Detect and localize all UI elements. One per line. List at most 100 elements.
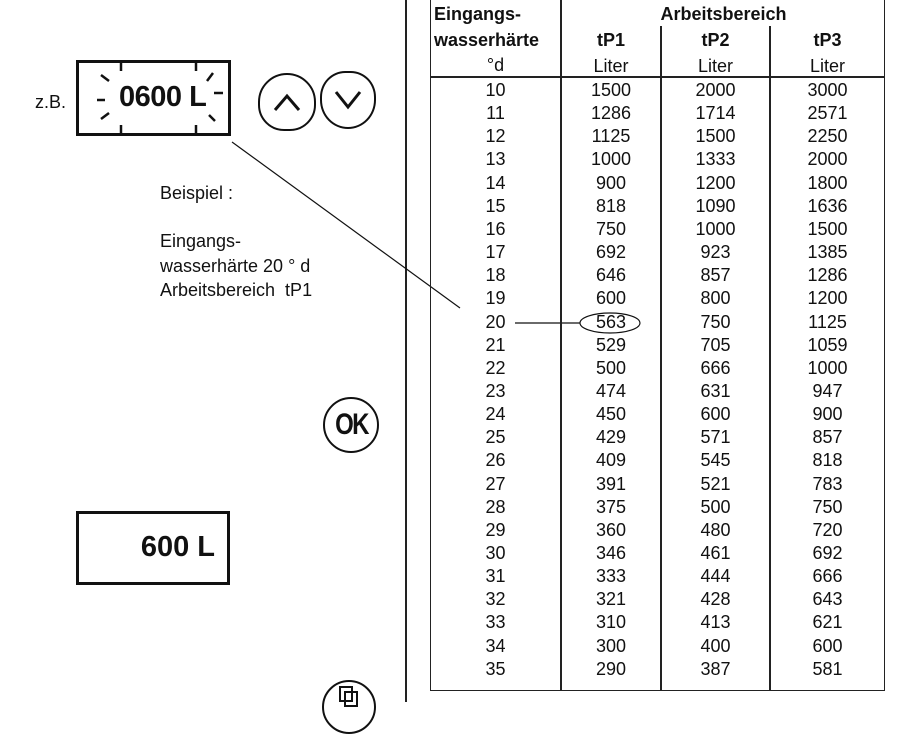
liters-cell: 480 <box>700 519 731 540</box>
ok-button[interactable]: OK <box>323 397 379 453</box>
hardness-cell: 23 <box>485 380 506 401</box>
hardness-cell: 15 <box>485 195 506 216</box>
liters-cell: 1714 <box>695 103 736 124</box>
hardness-cell: 34 <box>485 635 506 656</box>
liters-cell: 563 <box>595 311 627 332</box>
pointer-line <box>231 141 461 309</box>
ok-label: OK <box>334 408 369 441</box>
hardness-cell: 28 <box>485 496 506 517</box>
page-divider <box>405 0 407 702</box>
hardness-cell: 29 <box>485 519 506 540</box>
liters-cell: 900 <box>812 404 843 425</box>
flash-marks-icon <box>97 63 223 133</box>
liters-cell: 1000 <box>807 357 848 378</box>
liters-cell: 500 <box>595 357 627 378</box>
liters-cell: 1385 <box>807 242 848 263</box>
liters-cell: 1090 <box>695 195 736 216</box>
liters-cell: 2000 <box>807 149 848 170</box>
liters-cell: 600 <box>812 635 843 656</box>
display-value: 0600 L <box>119 81 207 113</box>
hardness-cell: 26 <box>485 450 506 471</box>
liters-cell: 400 <box>700 635 731 656</box>
hardness-cell: 21 <box>485 334 506 355</box>
header-col0-unit: °d <box>486 55 505 75</box>
liters-cell: 1200 <box>807 288 848 309</box>
liters-cell: 413 <box>700 612 731 633</box>
liters-cell: 529 <box>595 334 627 355</box>
hardness-cell: 19 <box>485 288 506 309</box>
hardness-cell: 30 <box>485 543 506 563</box>
header-col0-line1: Eingangs- <box>434 4 522 24</box>
example-line: Eingangs- <box>160 231 242 251</box>
liters-cell: 818 <box>812 450 843 471</box>
liters-cell: 631 <box>700 380 731 401</box>
hardness-cell: 17 <box>485 242 506 263</box>
hardness-cell: 20 <box>485 311 506 332</box>
liters-cell: 600 <box>700 404 731 425</box>
chevron-down-icon <box>334 91 362 110</box>
liters-cell: 643 <box>812 589 843 610</box>
liters-cell: 450 <box>595 404 627 425</box>
liters-cell: 1500 <box>695 126 736 147</box>
liters-cell: 750 <box>812 496 843 517</box>
liters-cell: 1059 <box>807 334 848 355</box>
liters-cell: 571 <box>700 427 731 448</box>
hardness-cell: 13 <box>485 149 506 170</box>
liters-cell: 1636 <box>807 195 848 216</box>
liters-cell: 1333 <box>695 149 736 170</box>
liters-cell: 409 <box>595 450 627 471</box>
liters-cell: 720 <box>812 519 843 540</box>
example-title: Beispiel : <box>160 183 234 203</box>
liters-cell: 621 <box>812 612 843 633</box>
liters-cell: 375 <box>595 496 627 517</box>
header-rule <box>431 76 884 78</box>
hardness-cell: 22 <box>485 357 506 378</box>
liters-cell: 1200 <box>695 172 736 193</box>
liters-cell: 600 <box>595 288 627 309</box>
liters-cell: 310 <box>595 612 627 633</box>
liters-cell: 857 <box>812 427 843 448</box>
liters-cell: 1125 <box>808 311 847 332</box>
liters-cell: 1000 <box>695 218 736 239</box>
hardness-cell: 27 <box>485 473 506 494</box>
liters-cell: 428 <box>700 589 731 610</box>
liters-cell: 1500 <box>807 218 848 239</box>
hardness-cell: 14 <box>485 172 506 193</box>
liters-cell: 300 <box>595 635 627 656</box>
liters-cell: 1800 <box>807 172 848 193</box>
up-button[interactable] <box>258 73 316 131</box>
header-group: Arbeitsbereich <box>660 4 787 24</box>
header-unit: Liter <box>593 56 629 76</box>
liters-cell: 1500 <box>590 80 632 100</box>
liters-cell: 545 <box>700 450 731 471</box>
column-divider <box>660 26 662 690</box>
hardness-cell: 16 <box>485 218 506 239</box>
header-col0-line2: wasserhärte <box>434 30 540 50</box>
liters-cell: 474 <box>595 380 627 401</box>
display-result: 600 L <box>76 511 230 585</box>
liters-cell: 705 <box>700 334 731 355</box>
capacity-table: Eingangs- wasserhärte °d Arbeitsbereich … <box>430 0 885 691</box>
liters-cell: 923 <box>700 242 731 263</box>
liters-cell: 750 <box>700 311 731 332</box>
hardness-cell: 25 <box>485 427 506 448</box>
liters-cell: 346 <box>595 543 627 563</box>
header-unit: Liter <box>697 56 733 76</box>
liters-cell: 1286 <box>807 265 848 286</box>
display-flashing: 0600 L <box>76 60 231 136</box>
liters-cell: 290 <box>595 658 627 679</box>
liters-cell: 321 <box>595 589 627 610</box>
chevron-up-icon <box>273 93 301 111</box>
liters-cell: 391 <box>595 473 627 494</box>
liters-cell: 521 <box>700 473 731 494</box>
down-button[interactable] <box>320 71 376 129</box>
liters-cell: 783 <box>812 473 843 494</box>
liters-cell: 333 <box>595 566 627 587</box>
hardness-cell: 12 <box>485 126 506 147</box>
liters-cell: 500 <box>700 496 731 517</box>
liters-cell: 800 <box>700 288 731 309</box>
liters-cell: 2571 <box>807 103 848 124</box>
hardness-cell: 11 <box>486 103 505 124</box>
hardness-cell: 31 <box>485 566 506 587</box>
highlight-ellipse <box>579 312 641 334</box>
